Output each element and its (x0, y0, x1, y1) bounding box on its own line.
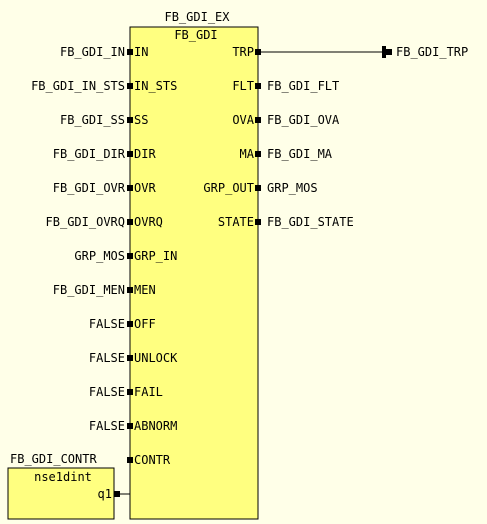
input-pin-label: DIR (134, 147, 156, 161)
input-connector[interactable] (127, 457, 133, 463)
input-pin-label: CONTR (134, 453, 171, 467)
input-signal-label: GRP_MOS (74, 249, 125, 263)
input-connector[interactable] (127, 117, 133, 123)
input-pin-unlock[interactable]: UNLOCK FALSE (89, 351, 178, 365)
input-signal-label: FALSE (89, 351, 125, 365)
input-connector[interactable] (127, 219, 133, 225)
input-pin-abnorm[interactable]: ABNORM FALSE (89, 419, 177, 433)
input-signal-label: FALSE (89, 317, 125, 331)
input-pin-contr[interactable]: CONTR (127, 453, 171, 467)
input-connector[interactable] (127, 321, 133, 327)
input-signal-label: FB_GDI_IN (60, 45, 125, 59)
input-pin-ss[interactable]: SS FB_GDI_SS (60, 113, 148, 127)
input-pin-label: FAIL (134, 385, 163, 399)
output-pin-ova[interactable]: OVA FB_GDI_OVA (232, 113, 340, 127)
input-pin-men[interactable]: MEN FB_GDI_MEN (53, 283, 156, 297)
small-block-body[interactable] (7, 467, 115, 520)
input-signal-label: FB_GDI_OVR (53, 181, 126, 195)
input-pin-grp-in[interactable]: GRP_IN GRP_MOS (74, 249, 177, 263)
small-block-instance-label: FB_GDI_CONTR (10, 452, 97, 466)
output-signal-label: FB_GDI_STATE (267, 215, 354, 229)
input-signal-label: FALSE (89, 419, 125, 433)
output-connector[interactable] (255, 117, 261, 123)
output-pin-label: STATE (218, 215, 254, 229)
input-pin-label: OVR (134, 181, 156, 195)
input-pin-label: UNLOCK (134, 351, 178, 365)
input-signal-label: FB_GDI_DIR (53, 147, 126, 161)
small-block-output-connector[interactable] (114, 491, 120, 497)
input-connector[interactable] (127, 253, 133, 259)
input-connector[interactable] (127, 151, 133, 157)
input-pin-ovrq[interactable]: OVRQ FB_GDI_OVRQ (46, 215, 163, 229)
output-pin-state[interactable]: STATE FB_GDI_STATE (218, 215, 354, 229)
output-signal-label: FB_GDI_TRP (396, 45, 468, 59)
main-block-instance-label: FB_GDI_EX (164, 10, 230, 24)
output-pin-label: OVA (232, 113, 254, 127)
main-block-body[interactable] (129, 26, 259, 520)
input-pin-dir[interactable]: DIR FB_GDI_DIR (53, 147, 157, 161)
input-connector[interactable] (127, 83, 133, 89)
output-pin-label: TRP (232, 45, 254, 59)
main-block-type-label: FB_GDI (174, 28, 217, 42)
input-pin-label: MEN (134, 283, 156, 297)
input-connector[interactable] (127, 389, 133, 395)
output-connector[interactable] (255, 49, 261, 55)
output-pin-ma[interactable]: MA FB_GDI_MA (240, 147, 333, 161)
input-pin-label: ABNORM (134, 419, 177, 433)
input-connector[interactable] (127, 423, 133, 429)
output-pin-label: MA (240, 147, 255, 161)
input-signal-label: FALSE (89, 385, 125, 399)
output-connector[interactable] (255, 219, 261, 225)
input-pin-in[interactable]: IN FB_GDI_IN (60, 45, 148, 59)
input-connector[interactable] (127, 287, 133, 293)
output-pin-label: FLT (232, 79, 254, 93)
input-signal-label: FB_GDI_SS (60, 113, 125, 127)
output-connector[interactable] (255, 151, 261, 157)
main-block-inputs: IN FB_GDI_IN IN_STS FB_GDI_IN_STS SS FB_GDI_S… (31, 45, 178, 467)
input-signal-label: FB_GDI_MEN (53, 283, 125, 297)
input-pin-label: SS (134, 113, 148, 127)
input-connector[interactable] (127, 355, 133, 361)
input-pin-off[interactable]: OFF FALSE (89, 317, 156, 331)
wire-terminal-bar (382, 46, 386, 58)
input-pin-label: GRP_IN (134, 249, 177, 263)
main-block-outputs: TRP FB_GDI_TRP FLT FB_GDI_FLT OVA FB_GDI_OVA M… (203, 45, 468, 229)
input-pin-label: OVRQ (134, 215, 163, 229)
input-connector[interactable] (127, 49, 133, 55)
input-signal-label: FB_GDI_OVRQ (46, 215, 125, 229)
wire-terminal-connector[interactable] (386, 49, 392, 55)
input-pin-fail[interactable]: FAIL FALSE (89, 385, 163, 399)
output-pin-trp[interactable]: TRP FB_GDI_TRP (232, 45, 468, 59)
input-pin-in-sts[interactable]: IN_STS FB_GDI_IN_STS (31, 79, 177, 93)
output-signal-label: FB_GDI_FLT (267, 79, 339, 93)
input-pin-ovr[interactable]: OVR FB_GDI_OVR (53, 181, 157, 195)
output-pin-label: GRP_OUT (203, 181, 254, 195)
input-pin-label: IN (134, 45, 148, 59)
output-pin-flt[interactable]: FLT FB_GDI_FLT (232, 79, 339, 93)
small-block-output-pin: q1 (98, 487, 112, 501)
output-connector[interactable] (255, 83, 261, 89)
output-signal-label: FB_GDI_MA (267, 147, 333, 161)
small-block-type-label: nse1dint (34, 470, 92, 484)
input-pin-label: OFF (134, 317, 156, 331)
output-signal-label: GRP_MOS (267, 181, 318, 195)
output-signal-label: FB_GDI_OVA (267, 113, 340, 127)
output-pin-grp-out[interactable]: GRP_OUT GRP_MOS (203, 181, 317, 195)
output-connector[interactable] (255, 185, 261, 191)
input-connector[interactable] (127, 185, 133, 191)
input-signal-label: FB_GDI_IN_STS (31, 79, 125, 93)
input-pin-label: IN_STS (134, 79, 177, 93)
